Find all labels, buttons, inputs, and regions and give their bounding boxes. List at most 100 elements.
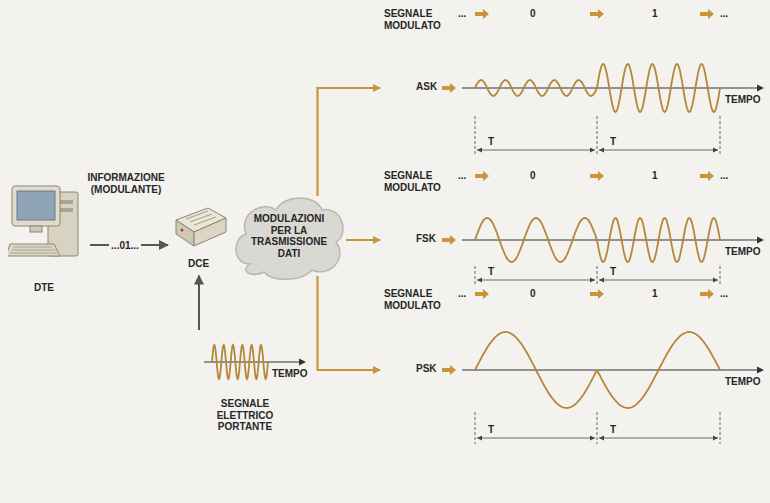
bit-value: 1: [652, 8, 658, 20]
bit-value: 0: [530, 8, 536, 20]
time-axis-head: [299, 359, 306, 366]
modulated-signal-panel: SEGNALE MODULATO... 0 1... ASK TEMPO T T: [380, 6, 765, 160]
bit-arrow: [700, 289, 714, 299]
carrier-wave: [212, 345, 268, 379]
information-label: INFORMAZIONE (MODULANTE): [80, 172, 172, 195]
period-label: T: [488, 266, 494, 278]
time-axis-head: [757, 367, 764, 374]
bit-arrow: [700, 171, 714, 181]
bit-arrow: [475, 289, 489, 299]
bit-arrow: [590, 9, 604, 19]
axis-label: TEMPO: [272, 368, 308, 380]
period-label: T: [610, 136, 616, 148]
axis-label: TEMPO: [725, 94, 761, 106]
modem-front: [176, 220, 194, 246]
panel-heading: SEGNALE MODULATO: [384, 170, 456, 193]
bit-0-waveform: [475, 218, 597, 262]
signal-connector: [198, 276, 200, 331]
period-tick: [597, 266, 598, 286]
period-tick: [720, 266, 721, 286]
period-tick: [475, 116, 476, 156]
period-bracket-head: [477, 278, 595, 283]
device-label: DTE: [34, 282, 54, 294]
modem-vents: [186, 211, 216, 225]
period-tick: [720, 116, 721, 156]
bit-1-waveform: [597, 64, 720, 112]
period-label: T: [610, 424, 616, 436]
axis-label: TEMPO: [725, 376, 761, 388]
bit-value: 1: [652, 170, 658, 182]
bit-0-waveform: [475, 80, 597, 96]
modem-led: [181, 229, 184, 232]
monitor: [12, 186, 60, 226]
period-label: T: [610, 266, 616, 278]
modulated-signal-panel: SEGNALE MODULATO...01...FSKTEMPOTT: [380, 168, 765, 290]
modulated-signal-panel: SEGNALE MODULATO... 0 1... PSK TEMPO T T: [380, 286, 765, 448]
computer-icon: [8, 178, 90, 278]
modulation-connector: [346, 239, 380, 241]
bit-ellipsis: ...: [720, 170, 728, 182]
bit-value: 0: [530, 288, 536, 300]
period-tick: [475, 266, 476, 286]
period-label: T: [488, 424, 494, 436]
time-axis-head: [757, 237, 764, 244]
period-tick: [720, 412, 721, 444]
time-axis: [204, 361, 300, 362]
period-bracket: [477, 438, 595, 439]
time-axis: [462, 369, 758, 370]
modem-icon: [168, 202, 230, 256]
bit-1-waveform: [597, 332, 720, 408]
bit-ellipsis: ...: [720, 288, 728, 300]
period-bracket: [477, 150, 595, 151]
cloud-text: MODULAZIONI PER LA TRASMISSIONE DATI: [249, 213, 329, 259]
modulation-cloud: MODULAZIONI PER LA TRASMISSIONE DATI: [232, 192, 346, 280]
bit-arrow: [700, 9, 714, 19]
bit-arrow: [475, 9, 489, 19]
panel-heading: SEGNALE MODULATO: [384, 288, 456, 311]
edge-label: ...01...: [109, 240, 141, 251]
input-arrow: [442, 235, 456, 245]
keyboard: [8, 244, 60, 256]
dce-modem: DCE: [168, 202, 230, 276]
bit-value: 1: [652, 288, 658, 300]
bit-ellipsis: ...: [458, 8, 466, 20]
monitor-stand: [30, 226, 42, 232]
period-bracket-head: [599, 148, 718, 153]
period-bracket: [599, 280, 718, 281]
period-tick: [597, 412, 598, 444]
modulation-name: ASK: [416, 81, 437, 93]
period-bracket-head: [599, 278, 718, 283]
panel-heading: SEGNALE MODULATO: [384, 8, 456, 31]
axis-label: TEMPO: [725, 246, 761, 258]
input-arrow: [442, 365, 456, 375]
monitor-screen: [17, 191, 55, 220]
period-bracket: [599, 438, 718, 439]
period-tick: [475, 412, 476, 444]
bit-arrow: [475, 171, 489, 181]
period-label: T: [488, 136, 494, 148]
modulation-connector: [318, 276, 381, 370]
modulation-connector: [318, 88, 381, 196]
modulation-name: PSK: [416, 363, 437, 375]
carrier-signal: TEMPO SEGNALE ELETTRICO PORTANTE: [190, 330, 314, 450]
carrier-caption: SEGNALE ELETTRICO PORTANTE: [204, 398, 286, 433]
period-bracket-head: [477, 148, 595, 153]
bit-ellipsis: ...: [458, 288, 466, 300]
period-bracket-head: [477, 436, 595, 441]
bit-arrow: [590, 289, 604, 299]
bit-value: 0: [530, 170, 536, 182]
keyboard-keys: [10, 247, 57, 253]
device-label: DCE: [188, 258, 209, 270]
bit-ellipsis: ...: [720, 8, 728, 20]
period-bracket-head: [599, 436, 718, 441]
dte-computer: DTE: [8, 178, 90, 300]
time-axis-head: [757, 85, 764, 92]
bit-arrow: [590, 171, 604, 181]
period-bracket: [477, 280, 595, 281]
bit-ellipsis: ...: [458, 170, 466, 182]
period-bracket: [599, 150, 718, 151]
bit-1-waveform: [597, 218, 720, 262]
modem-side: [194, 218, 226, 246]
